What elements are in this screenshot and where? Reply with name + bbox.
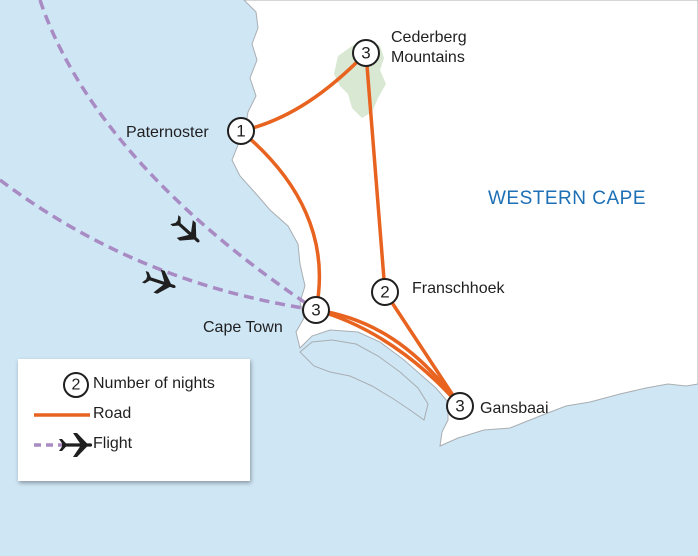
plane-icon: [59, 433, 92, 457]
place-label-cape-town: Cape Town: [203, 319, 283, 336]
legend-nights-label: Number of nights: [93, 375, 215, 392]
place-label-cederberg-line2: Mountains: [391, 49, 465, 66]
flight-path-north: [38, 0, 317, 312]
svg-text:3: 3: [361, 44, 370, 63]
place-marker-cederberg: 3: [352, 39, 380, 67]
place-label-franschhoek: Franschhoek: [412, 280, 505, 297]
svg-text:2: 2: [72, 377, 81, 394]
land: [231, 0, 698, 447]
road-cederberg-franschhoek: [364, 51, 387, 294]
place-label-gansbaai: Gansbaai: [480, 400, 549, 417]
legend-road-symbol: [34, 413, 90, 417]
place-marker-gansbaai: 3: [446, 392, 474, 420]
legend-road-label: Road: [93, 405, 132, 422]
place-marker-paternoster: 1: [227, 117, 255, 145]
road-paternoster-cederberg: [239, 51, 368, 133]
svg-text:1: 1: [236, 122, 245, 141]
svg-text:3: 3: [455, 397, 464, 416]
place-label-cederberg-line1: Cederberg: [391, 29, 467, 46]
legend-flight-label: Flight: [93, 435, 133, 452]
map-legend: 2 Number of nights Road Flight: [18, 359, 250, 481]
legend-flight-symbol: [34, 433, 92, 457]
road-capetown-gansbaai-a: [314, 308, 462, 408]
legend-row-nights: 2 Number of nights: [18, 371, 250, 399]
flight-path-west: [0, 178, 317, 312]
road-paternoster-capetown: [239, 129, 322, 312]
road-capetown-gansbaai-b: [314, 308, 462, 408]
place-label-paternoster: Paternoster: [126, 124, 209, 141]
svg-text:2: 2: [380, 283, 389, 302]
place-marker-franschhoek: 2: [371, 278, 399, 306]
false-bay: [299, 339, 429, 421]
region-label: WESTERN CAPE: [488, 188, 646, 209]
legend-nights-symbol: 2: [63, 372, 89, 398]
svg-text:3: 3: [311, 301, 320, 320]
legend-row-flight: Flight: [18, 431, 250, 459]
place-marker-cape-town: 3: [302, 296, 330, 324]
legend-row-road: Road: [18, 401, 250, 429]
